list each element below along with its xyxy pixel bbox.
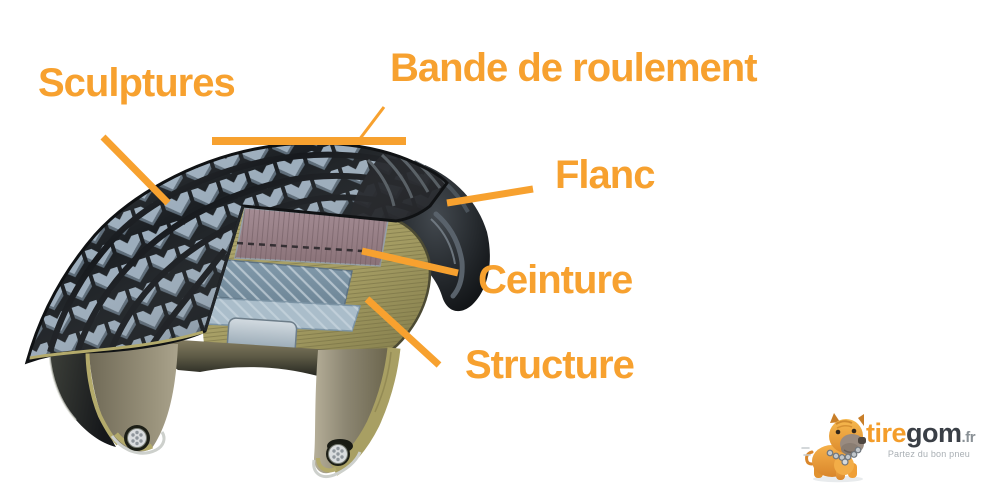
tire-inner-cavity xyxy=(150,338,332,376)
label-flanc: Flanc xyxy=(555,153,655,197)
tiregom-logo: tiregom.fr Partez du bon pneu xyxy=(800,406,990,490)
structure-connector-line xyxy=(364,296,442,368)
bulldog-mascot-icon xyxy=(801,413,866,483)
bande-connector-diagonal xyxy=(357,106,386,141)
label-sculptures: Sculptures xyxy=(38,61,236,105)
center-bead-leg xyxy=(312,347,401,478)
logo-part-tire: tire xyxy=(866,418,907,448)
label-ceinture: Ceinture xyxy=(478,258,633,302)
logo-text: tiregom.fr Partez du bon pneu xyxy=(866,418,976,460)
sculptures-connector-line xyxy=(100,134,171,206)
connector-lines xyxy=(100,106,534,368)
left-bead-leg xyxy=(48,329,178,455)
label-structure: Structure xyxy=(465,343,635,387)
ceinture-belt-layers xyxy=(205,207,389,332)
logo-wordmark: tiregom.fr xyxy=(866,418,976,448)
ceinture-connector-line xyxy=(361,247,459,277)
logo-tagline: Partez du bon pneu xyxy=(887,449,970,459)
flanc-connector-line xyxy=(446,185,534,207)
logo-part-gom: gom xyxy=(906,418,962,448)
label-bande-de-roulement: Bande de roulement xyxy=(390,46,758,90)
logo-part-fr: .fr xyxy=(961,429,976,446)
tread-khaki-rim xyxy=(29,330,204,360)
